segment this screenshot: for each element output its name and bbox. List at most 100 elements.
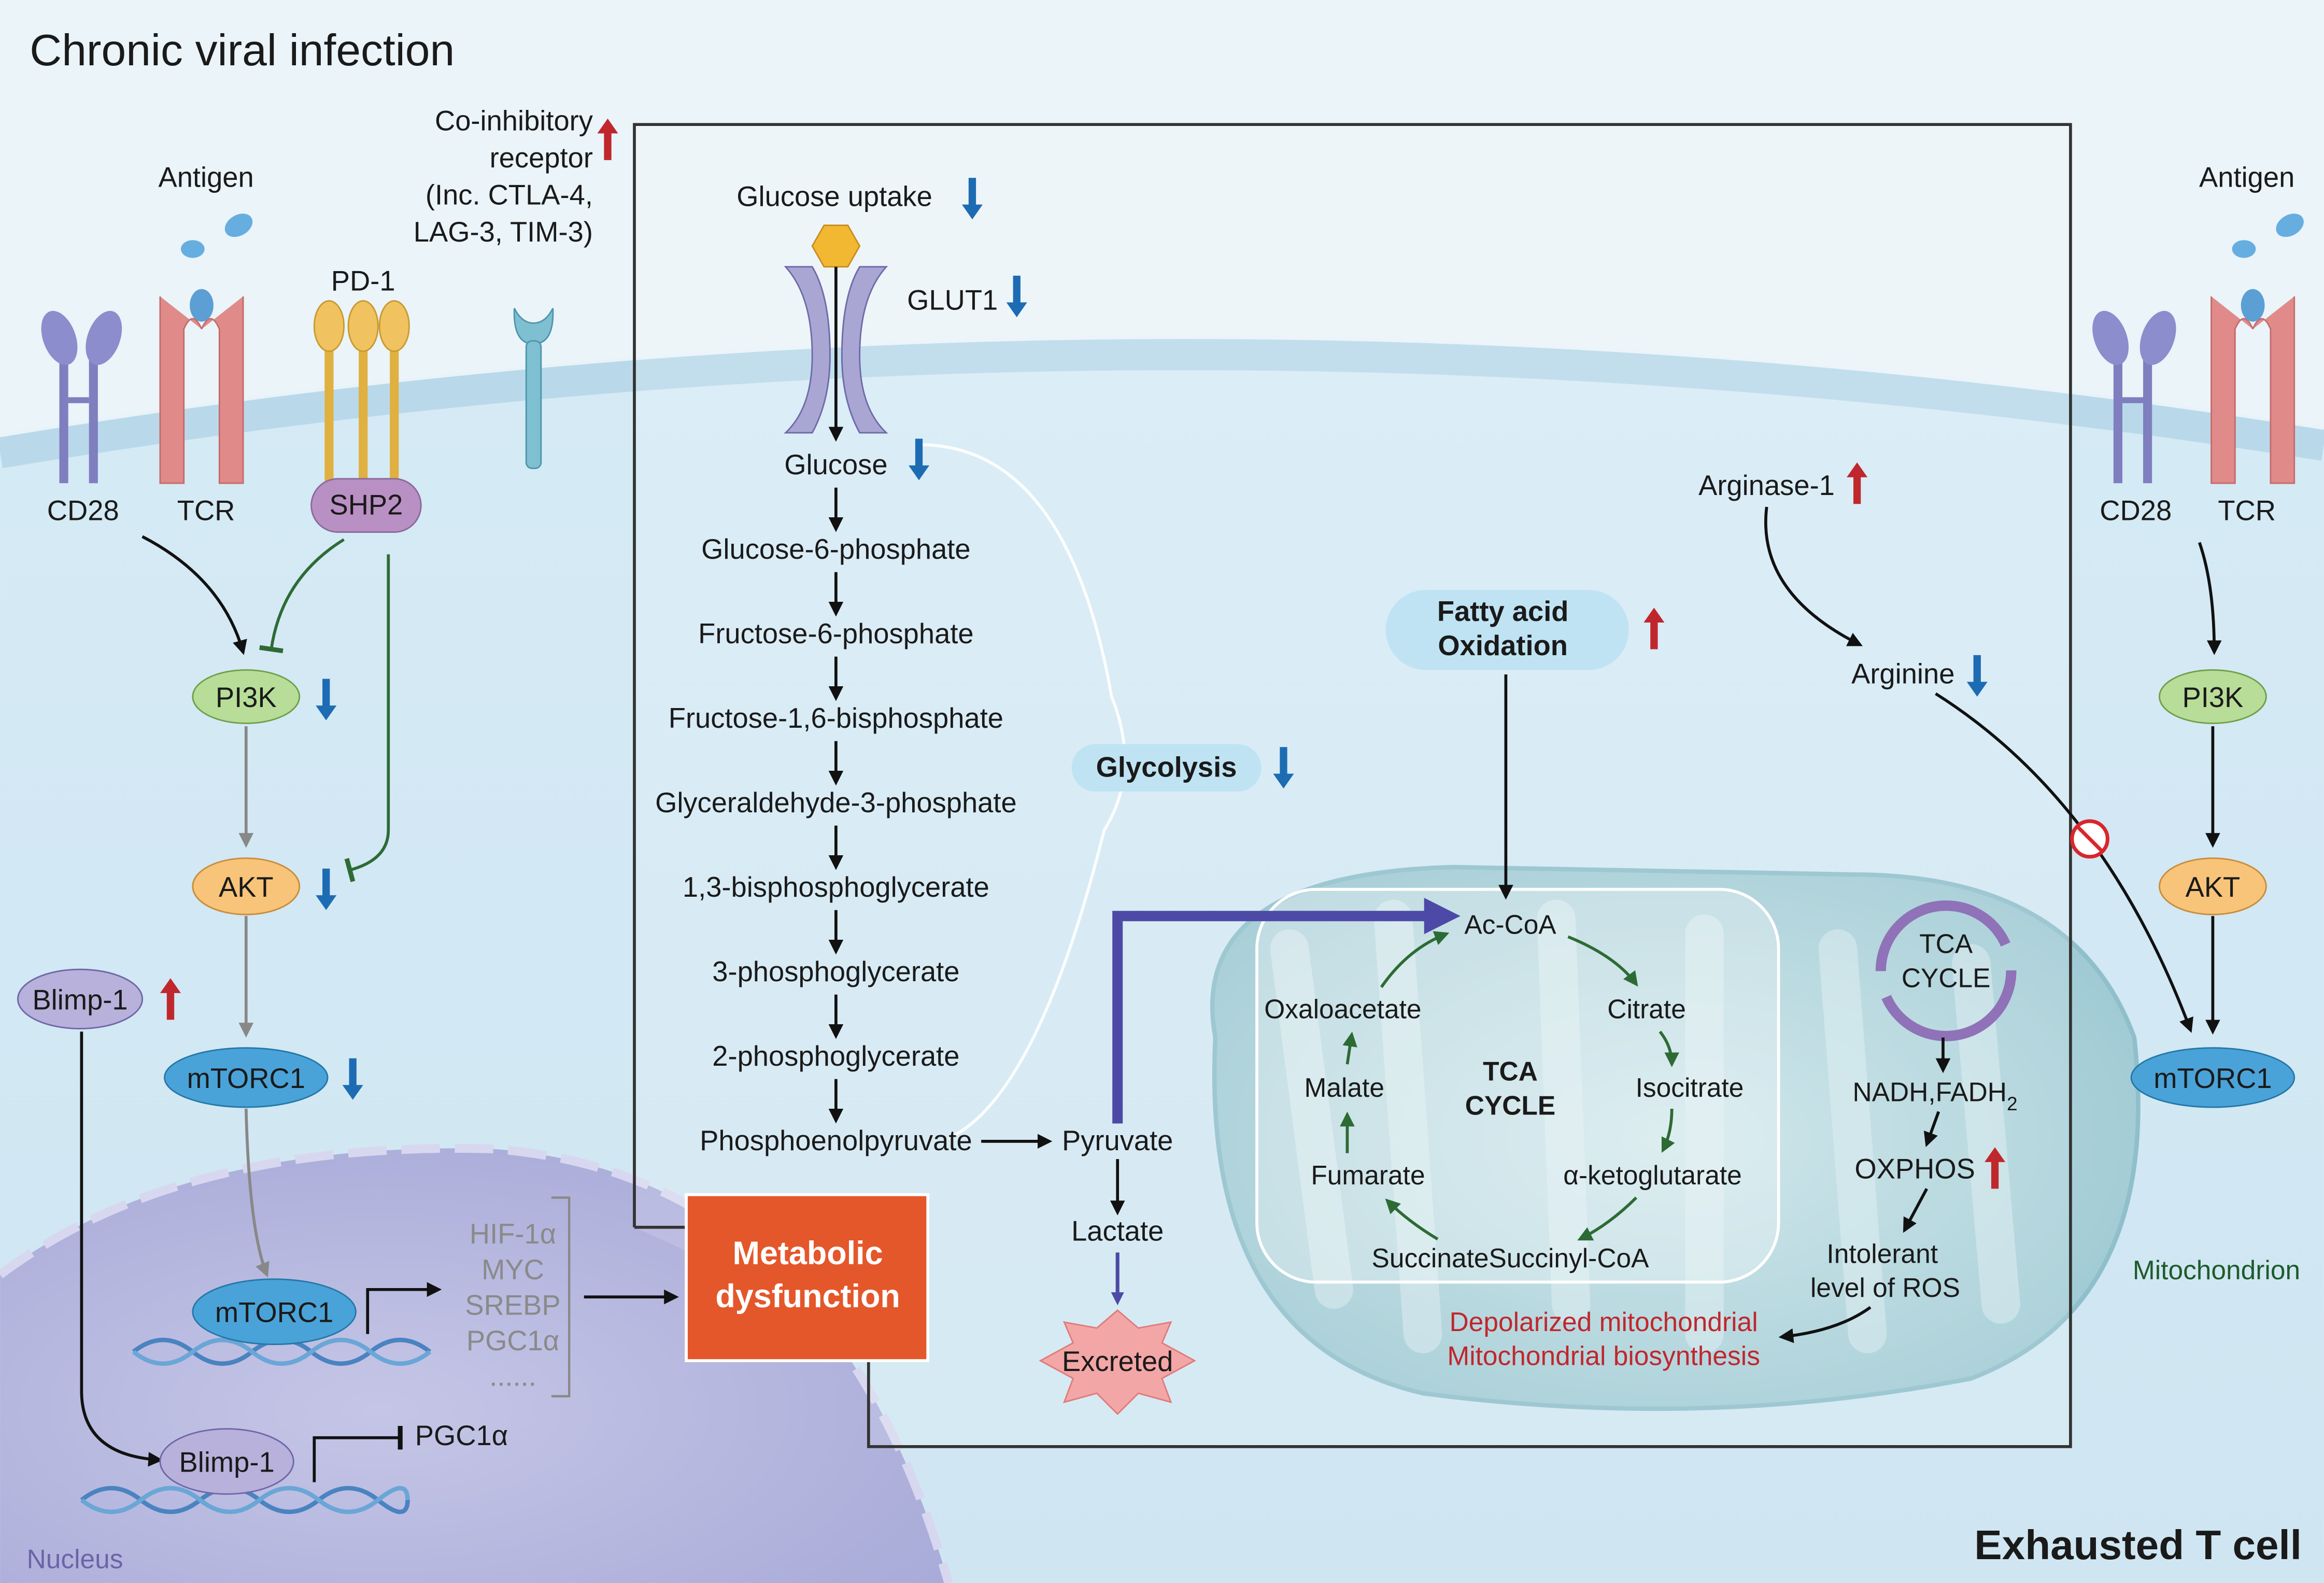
mtorc1-label-nucleus: mTORC1 — [215, 1297, 333, 1328]
up-arrow-icon — [1643, 607, 1665, 649]
antigen-label-left: Antigen — [158, 161, 253, 193]
oxphos-label: OXPHOS — [1854, 1153, 1975, 1184]
ros-label: level of ROS — [1810, 1273, 1960, 1303]
metabolic-dysfunction-label: Metabolic — [733, 1235, 883, 1271]
up-arrow-icon — [597, 118, 618, 160]
svg-text:MYC: MYC — [481, 1254, 544, 1285]
pi3k-label-right: PI3K — [2183, 682, 2244, 713]
tcr-label-left: TCR — [177, 495, 235, 527]
mtorc1-label-left: mTORC1 — [187, 1063, 305, 1094]
glycolysis-step-label: Glucose — [784, 449, 887, 480]
antigen-particle-icon — [224, 214, 253, 237]
akt-node-right — [2159, 857, 2267, 915]
down-arrow-icon — [909, 439, 930, 480]
mtorc1-node-right — [2130, 1047, 2295, 1108]
shp2-node — [310, 478, 422, 533]
tca-cycle-small-icon: TCA CYCLE — [1875, 900, 2017, 1041]
cd28-label-left: CD28 — [47, 495, 119, 527]
metabolic-dysfunction-label: dysfunction — [715, 1278, 900, 1315]
tca-center-label: TCA — [1483, 1056, 1538, 1086]
svg-text:......: ...... — [489, 1361, 536, 1392]
blocked-icon — [2070, 819, 2109, 859]
arginase-label: Arginase-1 — [1698, 470, 1835, 501]
glycolysis-pill — [1071, 744, 1262, 792]
metabolic-dysfunction-box — [685, 1193, 930, 1362]
mtorc1-targets: HIF-1α MYC SREBP PGC1α ...... — [465, 1218, 560, 1392]
down-arrow-icon — [1273, 747, 1294, 789]
pyruvate-to-acoa-arrow — [1112, 898, 1461, 1124]
pi3k-node-left — [192, 669, 301, 724]
malate-label: Malate — [1304, 1072, 1384, 1103]
depolarized-label: Mitochondrial biosynthesis — [1447, 1341, 1760, 1371]
antigen-label-right: Antigen — [2199, 161, 2294, 193]
cell-label: Exhausted T cell — [1974, 1522, 2302, 1568]
pi3k-label-left: PI3K — [216, 682, 277, 713]
succinyl-coa-label: SuccinateSuccinyl-CoA — [1372, 1243, 1650, 1273]
dna-icon — [80, 1486, 410, 1515]
mtorc1-node-nucleus — [192, 1278, 357, 1346]
regulation-arrows — [160, 118, 2006, 1189]
glut1-transporter-icon — [784, 266, 888, 434]
glycolysis-step-label: 3-phosphoglycerate — [712, 956, 959, 987]
nucleus-label: Nucleus — [27, 1544, 123, 1574]
svg-text:SREBP: SREBP — [465, 1289, 560, 1321]
excreted-burst-icon — [1039, 1309, 1196, 1416]
down-arrow-icon — [1006, 275, 1027, 317]
up-arrow-icon — [160, 978, 181, 1020]
tcr-receptor-right — [2210, 289, 2295, 484]
up-arrow-icon — [1847, 462, 1868, 504]
down-arrow-icon — [342, 1058, 363, 1100]
akg-label: α-ketoglutarate — [1563, 1160, 1741, 1190]
tca-cycle: Ac-CoA Citrate Isocitrate α-ketoglutarat… — [1264, 910, 1744, 1273]
pd1-label: PD-1 — [331, 265, 395, 296]
glycolysis-step-label: Fructose-1,6-bisphosphate — [669, 702, 1003, 734]
down-arrow-icon — [1966, 655, 1988, 697]
blimp1-label-left: Blimp-1 — [32, 984, 127, 1015]
coinhibitory-label: Co-inhibitory receptor (Inc. CTLA-4, LAG… — [414, 105, 593, 248]
svg-text:CYCLE: CYCLE — [1902, 963, 1991, 993]
svg-text:HIF-1α: HIF-1α — [470, 1218, 556, 1250]
pyruvate-label: Pyruvate — [1062, 1125, 1173, 1156]
mitochondrion-label: Mitochondrion — [2133, 1255, 2300, 1285]
svg-text:PGC1α: PGC1α — [466, 1325, 559, 1356]
coinhibitory-receptor — [513, 308, 554, 470]
pgc1a-label: PGC1α — [415, 1420, 508, 1451]
akt-label-right: AKT — [2186, 871, 2241, 903]
cd28-receptor-right — [2092, 310, 2176, 484]
antigen-particle-icon — [180, 240, 205, 258]
akt-label-left: AKT — [219, 871, 274, 903]
svg-text:TCA: TCA — [1919, 929, 1973, 959]
metabolism-frame — [633, 123, 2072, 1448]
depolarized-label: Depolarized mitochondrial — [1450, 1307, 1758, 1337]
lactate-label: Lactate — [1071, 1215, 1164, 1247]
glycolysis-step-label: 2-phosphoglycerate — [712, 1040, 959, 1072]
ros-label: Intolerant — [1826, 1238, 1938, 1268]
pd1-receptor — [313, 300, 410, 489]
akt-node-left — [192, 857, 301, 915]
nadh-label: NADH,FADH2 — [1853, 1077, 2018, 1114]
tcr-receptor-left — [159, 289, 244, 484]
tcr-label-right: TCR — [2218, 495, 2276, 527]
fao-label: Fatty acid — [1437, 596, 1569, 627]
fao-pill — [1385, 590, 1629, 670]
acoa-label: Ac-CoA — [1464, 910, 1556, 940]
svg-text:receptor: receptor — [490, 142, 593, 174]
isocitrate-label: Isocitrate — [1636, 1072, 1744, 1103]
blimp1-label-nucleus: Blimp-1 — [179, 1447, 275, 1478]
cd28-receptor-left — [41, 310, 122, 484]
down-arrow-icon — [961, 178, 983, 220]
excreted-label: Excreted — [1062, 1346, 1173, 1377]
arginine-label: Arginine — [1851, 658, 1954, 689]
glycolysis-step-label: Fructose-6-phosphate — [698, 618, 974, 649]
glycolysis-step-label: Glyceraldehyde-3-phosphate — [655, 787, 1017, 818]
glycolysis-label: Glycolysis — [1096, 751, 1237, 783]
svg-text:Co-inhibitory: Co-inhibitory — [435, 105, 593, 137]
glycolysis-steps: GlucoseGlucose-6-phosphateFructose-6-pho… — [655, 449, 1017, 1156]
down-arrow-icon — [316, 679, 337, 720]
blimp1-node-left — [17, 968, 144, 1029]
mtorc1-label-right: mTORC1 — [2153, 1063, 2272, 1094]
glycolysis-step-label: Phosphoenolpyruvate — [700, 1125, 972, 1156]
fumarate-label: Fumarate — [1311, 1160, 1425, 1190]
antigen-particle-icon — [2232, 240, 2256, 258]
cd28-label-right: CD28 — [2100, 495, 2172, 527]
